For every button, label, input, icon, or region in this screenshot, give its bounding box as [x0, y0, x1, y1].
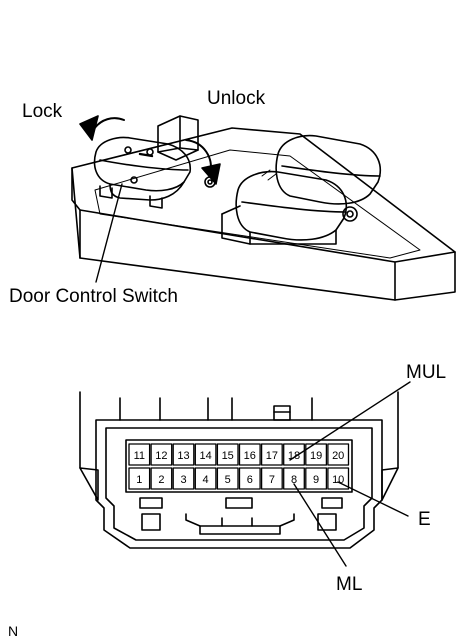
pin-cell-13: [172, 443, 195, 466]
pin-cell-15: [216, 443, 239, 466]
switch-base-plate-edge: [71, 167, 81, 259]
pin-cell-5: [216, 467, 239, 490]
pin-cell-16: [238, 443, 261, 466]
connector-housing: [95, 419, 383, 549]
pin-number-19: 19: [310, 450, 322, 462]
pin-number-17: 17: [266, 450, 278, 462]
connector-illustration: [79, 391, 399, 549]
pin-cell-14: [194, 443, 217, 466]
corner-code: N: [8, 623, 18, 639]
lock-arrow: [79, 115, 125, 141]
pin-number-3: 3: [180, 474, 186, 486]
pin-number-5: 5: [225, 474, 231, 486]
pin-cell-1: [128, 467, 151, 490]
pin-number-14: 14: [199, 450, 211, 462]
pin-cell-4: [194, 467, 217, 490]
pin-cell-17: [260, 443, 283, 466]
pin-cell-3: [172, 467, 195, 490]
pin-number-8: 8: [291, 474, 297, 486]
door-control-switch-knob: [93, 136, 192, 192]
pin-number-13: 13: [177, 450, 189, 462]
window-switch-rocker-front: [235, 170, 348, 241]
pin-cell-11: [128, 443, 151, 466]
pin-cell-8: [283, 467, 305, 490]
e-leader: [337, 481, 409, 517]
pin-cell-18: [283, 443, 305, 466]
connector-lock-tab: [273, 405, 291, 421]
terminal-frame: [125, 439, 353, 493]
pin-number-9: 9: [313, 474, 319, 486]
pin-number-1: 1: [136, 474, 142, 486]
pin-number-16: 16: [244, 450, 256, 462]
mul-label: MUL: [406, 362, 446, 383]
pin-cell-2: [150, 467, 173, 490]
window-switch-rocker-rear: [275, 134, 382, 205]
lock-label: Lock: [22, 101, 63, 122]
pin-cell-19: [305, 443, 328, 466]
pin-number-20: 20: [332, 450, 344, 462]
unlock-label: Unlock: [207, 88, 266, 109]
door-control-switch-label: Door Control Switch: [9, 286, 178, 307]
e-label: E: [418, 509, 431, 530]
pin-number-2: 2: [158, 474, 164, 486]
pin-cell-12: [150, 443, 173, 466]
switch-assembly-illustration: [71, 115, 456, 301]
pin-cell-7: [260, 467, 283, 490]
pin-number-6: 6: [247, 474, 253, 486]
pin-number-15: 15: [222, 450, 234, 462]
pin-number-7: 7: [269, 474, 275, 486]
pin-cell-6: [238, 467, 261, 490]
unlock-arrow: [185, 139, 221, 185]
door-control-switch-leader: [95, 183, 123, 283]
pin-number-12: 12: [155, 450, 167, 462]
pin-number-4: 4: [203, 474, 209, 486]
pin-cell-20: [327, 443, 350, 466]
pin-cell-9: [305, 467, 328, 490]
ml-label: ML: [336, 574, 362, 595]
switch-base-plate: [71, 127, 456, 301]
pin-number-11: 11: [134, 450, 145, 462]
mul-leader: [289, 381, 411, 461]
ml-leader: [293, 483, 347, 567]
pin-cell-10: [327, 467, 350, 490]
